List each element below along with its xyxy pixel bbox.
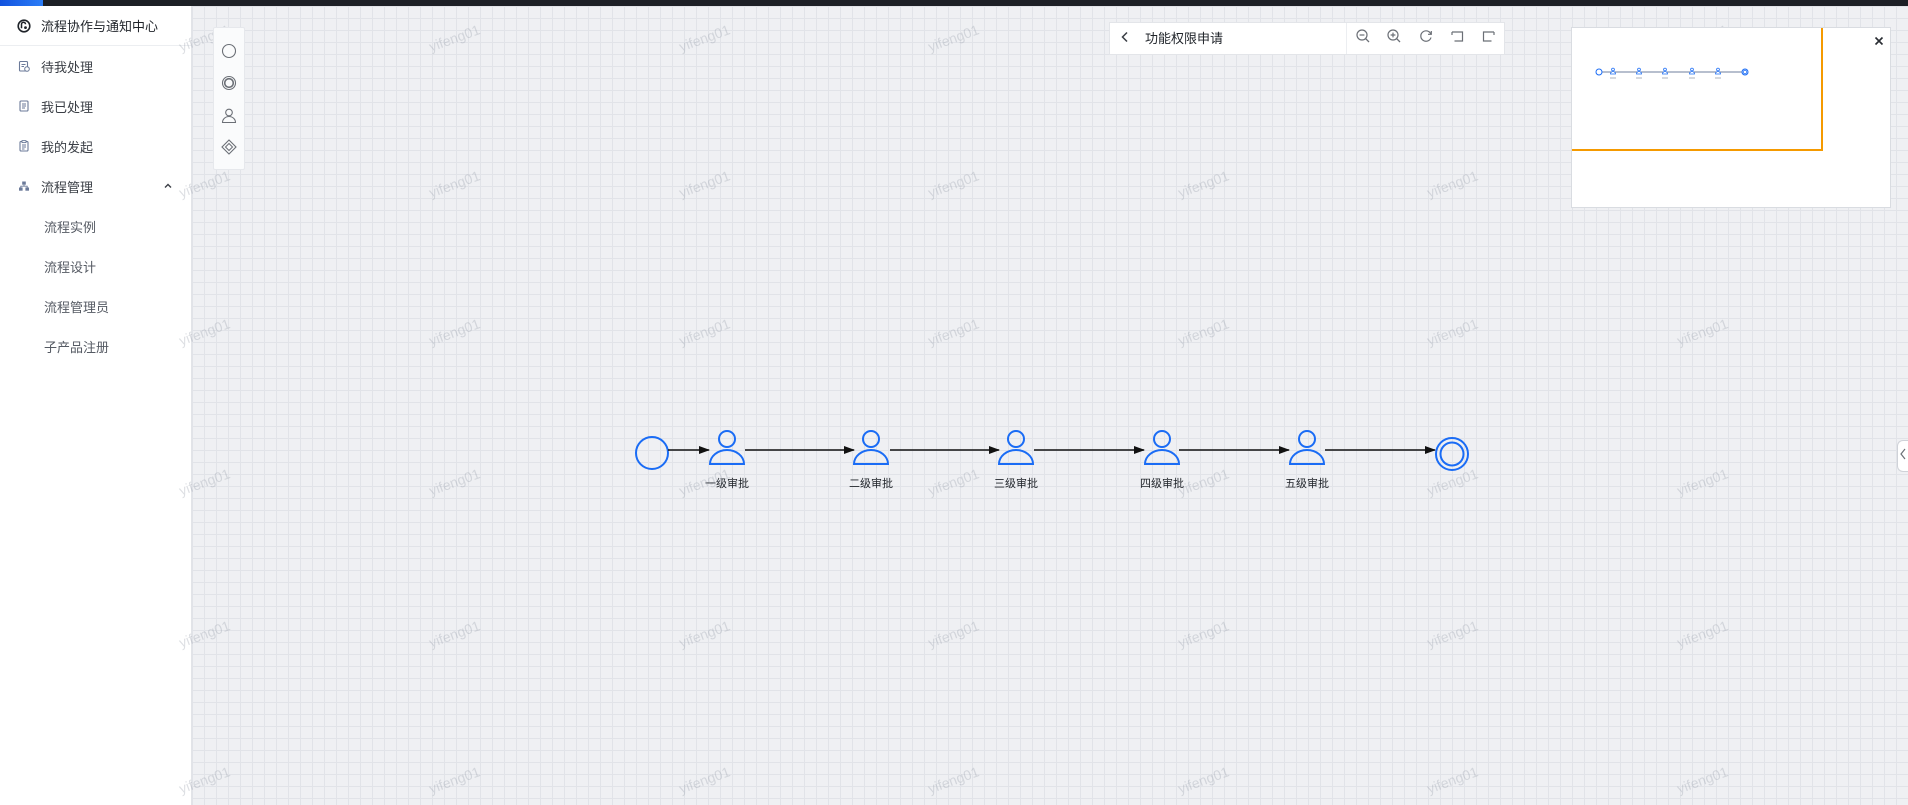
user-task-node[interactable]: 二级审批 [849, 430, 893, 490]
minimap-user-node [1689, 67, 1695, 79]
sidebar-subitem-process-admin[interactable]: 流程管理员 [0, 286, 191, 326]
sidebar-subitem-label: 流程设计 [44, 259, 97, 275]
node-label: 三级审批 [994, 476, 1038, 490]
end-event-icon [220, 74, 238, 97]
sidebar-item-label: 流程管理 [41, 179, 94, 195]
palette-tool-user-task[interactable] [214, 105, 244, 131]
chevron-up-icon[interactable] [162, 180, 174, 192]
sidebar-item-label: 待我处理 [41, 59, 94, 75]
minimap-user-node [1610, 67, 1616, 79]
minimap-user-node [1636, 67, 1642, 79]
user-task-node[interactable]: 四级审批 [1140, 430, 1184, 490]
zoom-out-icon [1355, 28, 1371, 49]
sidebar-item-pending[interactable]: 待我处理 [0, 46, 191, 86]
redo-icon [1481, 28, 1497, 49]
undo-button[interactable] [1442, 23, 1474, 54]
chevron-left-icon [1118, 30, 1132, 49]
end-event-node[interactable] [1435, 437, 1469, 471]
start-event-icon [220, 42, 238, 65]
user-task-node[interactable]: 一级审批 [705, 430, 749, 490]
redo-button[interactable] [1473, 23, 1505, 54]
sidebar: 流程协作与通知中心 待我处理 我已处理 我的发起 流程管理 流程实例 流程设计 … [0, 6, 192, 805]
sidebar-subitem-process-design[interactable]: 流程设计 [0, 246, 191, 286]
gateway-icon [220, 138, 238, 161]
top-bar [0, 0, 1908, 6]
close-icon[interactable] [1872, 34, 1886, 48]
pending-task-icon [18, 60, 30, 72]
sidebar-item-initiated[interactable]: 我的发起 [0, 126, 191, 166]
zoom-in-button[interactable] [1379, 23, 1411, 54]
top-bar-accent [0, 0, 43, 6]
palette-tool-start-event[interactable] [214, 40, 244, 66]
diagram-canvas[interactable]: 一级审批 二级审批 三级审批 四级审批 五级审批 [192, 6, 1908, 805]
minimap-user-node [1662, 67, 1668, 79]
sidebar-subitem-subproduct-register[interactable]: 子产品注册 [0, 326, 191, 366]
diagram-toolbar: 功能权限申请 [1109, 22, 1505, 55]
process-center-logo-icon [17, 18, 31, 33]
start-event-node[interactable] [635, 436, 669, 470]
sidebar-item-label: 我的发起 [41, 139, 94, 155]
sidebar-item-processed[interactable]: 我已处理 [0, 86, 191, 126]
sidebar-subitem-label: 流程实例 [44, 219, 97, 235]
minimap-user-node [1715, 67, 1721, 79]
initiated-list-icon [18, 140, 30, 152]
user-task-node[interactable]: 五级审批 [1285, 430, 1329, 490]
user-task-icon [220, 107, 238, 130]
toolbar-actions [1346, 23, 1505, 54]
minimap-end-node [1741, 68, 1749, 76]
palette-tool-end-event[interactable] [214, 72, 244, 98]
sidebar-subitem-process-instance[interactable]: 流程实例 [0, 206, 191, 246]
process-diagram: 一级审批 二级审批 三级审批 四级审批 五级审批 [635, 430, 1469, 490]
sidebar-subitem-label: 子产品注册 [44, 339, 110, 355]
minimap-viewport[interactable] [1572, 28, 1823, 151]
chevron-left-icon [1899, 447, 1907, 466]
app-header: 流程协作与通知中心 [0, 6, 191, 46]
processed-document-icon [18, 100, 30, 112]
sidebar-subitem-label: 流程管理员 [44, 299, 110, 315]
process-title: 功能权限申请 [1145, 31, 1224, 46]
undo-icon [1449, 28, 1465, 49]
org-chart-icon [18, 180, 30, 192]
app-title: 流程协作与通知中心 [41, 19, 159, 34]
minimap[interactable] [1571, 27, 1891, 208]
node-label: 一级审批 [705, 476, 749, 490]
node-label: 四级审批 [1140, 476, 1184, 490]
sidebar-item-process-management[interactable]: 流程管理 [0, 166, 191, 206]
minimap-start-node [1595, 68, 1603, 76]
node-label: 五级审批 [1285, 476, 1329, 490]
sidebar-item-label: 我已处理 [41, 99, 94, 115]
zoom-out-button[interactable] [1347, 23, 1379, 54]
back-button[interactable] [1116, 30, 1134, 48]
zoom-in-icon [1386, 28, 1402, 49]
user-task-node[interactable]: 三级审批 [994, 430, 1038, 490]
tool-palette [213, 27, 245, 170]
properties-panel-toggle[interactable] [1897, 440, 1908, 472]
palette-tool-gateway[interactable] [214, 136, 244, 162]
node-label: 二级审批 [849, 476, 893, 490]
reset-button[interactable] [1410, 23, 1442, 54]
reset-icon [1418, 28, 1434, 49]
minimap-diagram [1595, 67, 1749, 79]
